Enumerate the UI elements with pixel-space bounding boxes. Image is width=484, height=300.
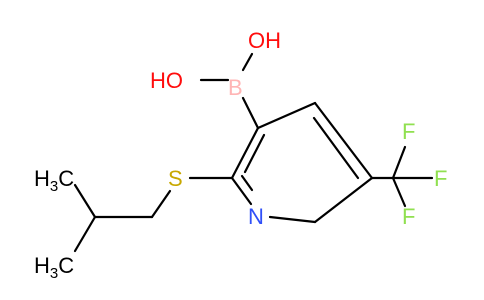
bond-c3-c4 bbox=[256, 101, 317, 130]
atom-boron: B bbox=[228, 75, 243, 100]
atom-sulfur: S bbox=[168, 166, 183, 191]
atom-labels: OH HO B S N F F F H3C H3C bbox=[34, 28, 447, 282]
bond-c2-c3 bbox=[230, 126, 260, 180]
methyl-top-h: H bbox=[34, 166, 50, 191]
bond-ch-ch3-top bbox=[73, 183, 97, 219]
methyl-bottom-subscript: 3 bbox=[50, 265, 58, 282]
bond-b-oh bbox=[241, 52, 254, 72]
bond-c4-c5 bbox=[313, 101, 374, 180]
bond-n-c2-inner bbox=[240, 174, 254, 192]
bond-cf3-f-top bbox=[391, 145, 407, 180]
bond-s-ch2 bbox=[150, 189, 172, 219]
atom-oh-top: OH bbox=[248, 28, 281, 53]
bond-c4-c5-inner bbox=[312, 116, 360, 180]
methyl-top-c: C bbox=[58, 166, 74, 191]
atom-nitrogen: N bbox=[248, 204, 264, 229]
bond-ch-ch3-bottom bbox=[73, 215, 97, 253]
methyl-bottom-h: H bbox=[34, 253, 50, 278]
methyl-top-label: H3C bbox=[34, 166, 74, 195]
atom-fluorine-bottom: F bbox=[402, 204, 415, 229]
methyl-top-subscript: 3 bbox=[50, 178, 58, 195]
bond-c3-b bbox=[241, 96, 260, 130]
methyl-bottom-c: C bbox=[58, 253, 74, 278]
bonds bbox=[73, 52, 434, 253]
atom-fluorine-right: F bbox=[434, 166, 447, 191]
atom-ho-left: HO bbox=[150, 68, 183, 93]
bond-n-c2 bbox=[230, 176, 253, 206]
bond-cf3-f-bottom bbox=[391, 176, 407, 208]
methyl-bottom-label: H3C bbox=[34, 253, 74, 282]
bond-c5-c6 bbox=[313, 176, 374, 224]
bond-c6-n bbox=[268, 215, 317, 224]
bond-c2-c3-inner bbox=[243, 133, 266, 174]
atom-fluorine-top: F bbox=[402, 119, 415, 144]
